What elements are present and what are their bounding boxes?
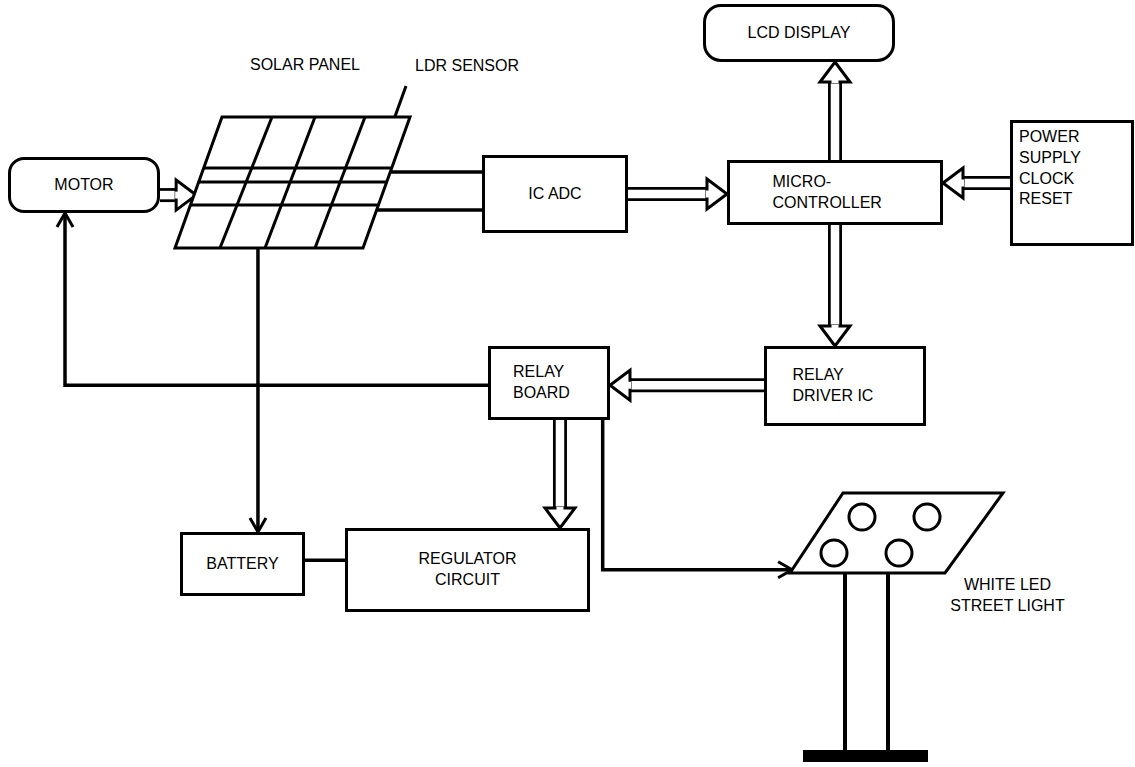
connector-line	[256, 248, 260, 532]
arrow-head	[820, 62, 850, 82]
node-label: REGULATOR CIRCUIT	[408, 549, 528, 591]
connector	[371, 210, 482, 211]
arrow-head	[57, 213, 73, 227]
connector	[820, 225, 850, 346]
process-box: REGULATOR CIRCUIT	[345, 528, 590, 612]
sensor-label: LDR SENSOR	[415, 56, 519, 77]
process-box: RELAY BOARD	[488, 346, 610, 420]
node-label: MOTOR	[54, 175, 113, 196]
arrow-throat	[960, 180, 964, 187]
connector-outline	[628, 187, 709, 201]
connector	[603, 420, 792, 578]
connector	[943, 168, 1010, 198]
connector	[628, 179, 727, 209]
shape-outline	[790, 493, 1003, 573]
arrow-throat	[175, 192, 179, 199]
solar-panel: SOLAR PANEL	[175, 117, 410, 248]
connector-line	[603, 420, 792, 570]
arrow-head	[943, 168, 963, 198]
connector	[250, 248, 266, 532]
connector-core	[831, 225, 840, 328]
arrow-head	[545, 508, 575, 528]
connector-outline	[828, 225, 842, 328]
display-box: LCD DISPLAY	[703, 4, 895, 62]
panel-grid	[190, 204, 378, 207]
led-lamp	[886, 540, 912, 566]
connector	[545, 420, 575, 528]
connector	[305, 560, 345, 561]
arrow-head	[820, 326, 850, 346]
arrow-head	[610, 370, 630, 400]
arrow-throat	[832, 325, 839, 329]
connector-core	[628, 381, 764, 390]
process-box: MICRO- CONTROLLER	[727, 160, 943, 225]
node-label: BATTERY	[206, 554, 278, 575]
connector	[820, 62, 850, 160]
process-box: RELAY DRIVER IC	[764, 346, 926, 426]
panel-grid	[199, 181, 387, 184]
led-lamp	[821, 540, 847, 566]
street-light: WHITE LED STREET LIGHT	[790, 493, 1003, 573]
connector-core	[831, 80, 840, 160]
battery-box: BATTERY	[180, 532, 305, 596]
motor-box: MOTOR	[8, 157, 160, 213]
connector	[380, 172, 482, 173]
led-lamp	[914, 504, 940, 530]
parallelogram	[790, 493, 1003, 573]
connector-core	[556, 420, 565, 510]
arrow-throat	[706, 191, 710, 198]
node-label: LCD DISPLAY	[748, 23, 851, 44]
arrow-throat	[556, 507, 563, 511]
process-box: IC ADC	[482, 155, 628, 233]
connector-outline	[828, 80, 842, 160]
connector-core	[628, 190, 709, 199]
node-label: RELAY DRIVER IC	[793, 365, 898, 407]
node-label: POWER SUPPLY CLOCK RESET	[1019, 127, 1094, 210]
pole-leg	[886, 573, 890, 752]
panel-grid	[220, 117, 272, 248]
led-lamp	[849, 504, 875, 530]
parallelogram	[175, 117, 410, 248]
node-label: WHITE LED STREET LIGHT	[940, 575, 1075, 617]
arrow-head	[778, 562, 792, 578]
supply-box: POWER SUPPLY CLOCK RESET	[1010, 120, 1134, 246]
node-label: MICRO- CONTROLLER	[773, 172, 898, 214]
connector-outline	[961, 176, 1010, 190]
arrow-head	[707, 179, 727, 209]
connector-core	[160, 191, 178, 200]
shape-outline	[175, 117, 410, 248]
pole-leg	[843, 573, 847, 752]
connector-line	[305, 558, 345, 562]
panel-grid	[204, 167, 392, 170]
panel-grid	[265, 117, 315, 248]
connector-core	[961, 179, 1010, 188]
node-label: RELAY BOARD	[513, 362, 585, 404]
pole-base	[803, 750, 928, 762]
connector-line	[371, 208, 482, 212]
connector-outline	[628, 378, 764, 392]
arrow-throat	[832, 79, 839, 83]
arrow-head	[250, 518, 266, 532]
arrow-throat	[627, 382, 631, 389]
node-label: SOLAR PANEL	[250, 55, 360, 76]
panel-grid	[315, 117, 365, 248]
node-label: IC ADC	[528, 184, 581, 205]
connector-line	[380, 170, 482, 174]
connector	[610, 370, 764, 400]
connector-outline	[553, 420, 567, 510]
